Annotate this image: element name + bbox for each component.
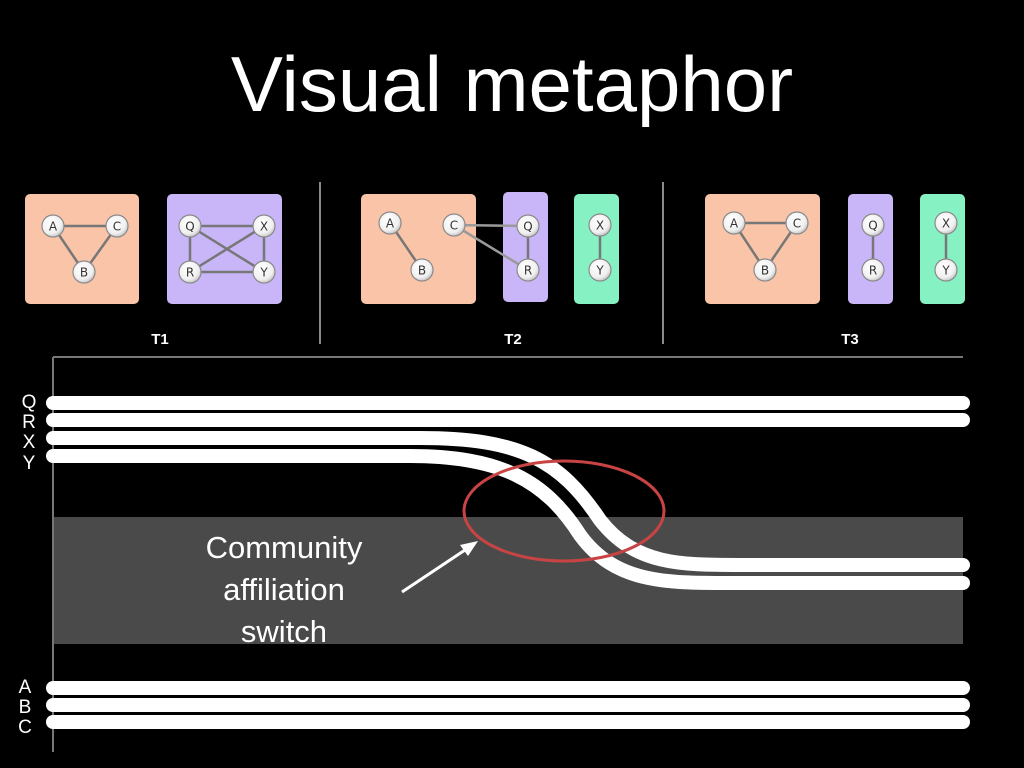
node-label: Q xyxy=(523,220,532,234)
node-c: C xyxy=(442,213,466,237)
community-group xyxy=(574,194,619,304)
node-label: Q xyxy=(185,220,194,234)
cross-community-edge xyxy=(453,223,529,272)
cross-community-edge xyxy=(453,223,529,228)
community-group xyxy=(25,194,139,304)
community-group xyxy=(705,194,820,304)
node-label: X xyxy=(596,219,604,233)
individual-tracks xyxy=(46,396,970,729)
node-label: C xyxy=(450,219,458,233)
node-label: A xyxy=(730,217,739,231)
node-a: A xyxy=(378,211,402,235)
node-c: C xyxy=(105,214,129,238)
node-label: R xyxy=(869,264,877,278)
node-r: R xyxy=(861,258,885,282)
network-edge xyxy=(189,224,265,274)
track-label-c: C xyxy=(18,717,32,738)
node-label: A xyxy=(386,217,395,231)
community-group xyxy=(361,194,476,304)
node-b: B xyxy=(410,258,434,282)
community-box xyxy=(503,192,548,302)
annotation-arrow-icon xyxy=(401,541,478,594)
snapshots-panel: A C B Q X R Y T1 A C B Q R X Y T2 A C B Q R X Y T3 xyxy=(25,192,965,348)
node-label: Q xyxy=(868,219,877,233)
track-label-r: R xyxy=(22,412,36,433)
node-label: B xyxy=(80,266,88,280)
node-q: Q xyxy=(516,214,540,238)
node-b: B xyxy=(72,260,96,284)
snapshot-label: T1 xyxy=(151,331,169,348)
community-box xyxy=(574,194,619,304)
snapshot-t1: A C B Q X R Y T1 xyxy=(25,194,282,348)
node-c: C xyxy=(785,211,809,235)
snapshot-label: T3 xyxy=(841,331,859,348)
node-label: C xyxy=(793,217,801,231)
node-label: Y xyxy=(941,264,950,278)
switch-highlight-ring xyxy=(462,459,666,563)
community-box xyxy=(361,194,476,304)
node-a: A xyxy=(722,211,746,235)
snapshot-t2: A C B Q R X Y T2 xyxy=(361,192,619,348)
community-box xyxy=(848,194,893,304)
node-label: C xyxy=(113,220,121,234)
node-y: Y xyxy=(252,260,276,284)
track-label-x: X xyxy=(23,432,36,453)
community-box xyxy=(705,194,820,304)
node-label: Y xyxy=(595,264,604,278)
track-label-q: Q xyxy=(22,392,37,413)
node-label: B xyxy=(761,264,769,278)
annotation-line-3: switch xyxy=(241,614,327,649)
node-label: R xyxy=(524,264,532,278)
node-label: B xyxy=(418,264,426,278)
node-x: X xyxy=(252,214,276,238)
track-x xyxy=(46,431,970,572)
timeline: Q R X Y A B C Community affiliation swit… xyxy=(18,356,970,752)
snapshot-label: T2 xyxy=(504,331,522,348)
track-label-y: Y xyxy=(23,453,36,474)
node-label: X xyxy=(260,220,268,234)
community-group xyxy=(920,194,965,304)
node-a: A xyxy=(41,214,65,238)
node-label: A xyxy=(49,220,58,234)
node-label: R xyxy=(186,266,194,280)
community-box xyxy=(920,194,965,304)
track-label-b: B xyxy=(19,697,32,718)
node-b: B xyxy=(753,258,777,282)
track-label-a: A xyxy=(19,677,32,698)
node-x: X xyxy=(588,213,612,237)
node-r: R xyxy=(178,260,202,284)
annotation-line-2: affiliation xyxy=(223,572,345,607)
node-r: R xyxy=(516,258,540,282)
node-label: Y xyxy=(259,266,268,280)
node-y: Y xyxy=(934,258,958,282)
community-box xyxy=(25,194,139,304)
community-group xyxy=(848,194,893,304)
node-q: Q xyxy=(861,213,885,237)
community-group xyxy=(167,194,282,304)
annotation-line-1: Community xyxy=(206,530,363,565)
slide-title: Visual metaphor xyxy=(230,40,794,128)
snapshot-t3: A C B Q R X Y T3 xyxy=(705,194,965,348)
node-y: Y xyxy=(588,258,612,282)
node-q: Q xyxy=(178,214,202,238)
community-group xyxy=(503,192,548,302)
track-y xyxy=(46,449,970,590)
node-x: X xyxy=(934,211,958,235)
node-label: X xyxy=(942,217,950,231)
